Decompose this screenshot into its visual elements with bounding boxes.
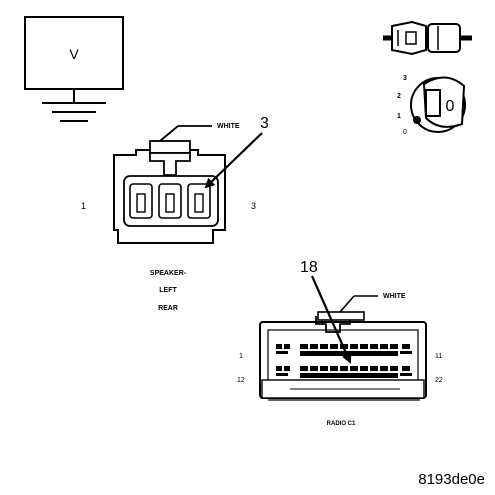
radio-connector: 18 WHITE 1 11 12 22 RADIO C1: [237, 259, 443, 427]
speaker-pin-left: 1: [81, 201, 86, 211]
speaker-name-line-3: REAR: [158, 305, 178, 312]
speaker-connector: WHITE 3 1 3 SPEAKER- LEFT REAR: [81, 115, 269, 312]
radio-pin-top-left: 1: [239, 353, 243, 360]
ignition-position-1: 1: [397, 113, 401, 120]
radio-pin-row-bottom: [276, 366, 412, 378]
voltmeter-symbol: V: [24, 16, 124, 122]
connector-plug-icon: [383, 20, 472, 56]
speaker-name-line-2: LEFT: [159, 287, 177, 294]
ignition-position-2: 2: [397, 93, 401, 100]
radio-pin-bottom-left: 12: [237, 377, 245, 384]
radio-wire-color: WHITE: [383, 293, 406, 300]
voltmeter-label: V: [69, 46, 79, 62]
speaker-name-line-1: SPEAKER-: [150, 270, 187, 277]
figure-code: 8193de0e: [418, 471, 485, 488]
key-position-label: 0: [446, 98, 455, 115]
radio-connector-name: RADIO C1: [327, 421, 356, 427]
radio-pin-callout: 18: [300, 259, 318, 276]
speaker-pin-right: 3: [251, 201, 256, 211]
radio-pin-top-right: 11: [435, 353, 442, 360]
speaker-wire-color: WHITE: [217, 123, 240, 130]
ignition-position-3: 3: [403, 75, 407, 82]
radio-pin-bottom-right: 22: [435, 377, 443, 384]
ignition-position-0: 0: [403, 129, 407, 136]
speaker-pin-callout: 3: [260, 115, 269, 132]
ground-icon: [42, 102, 106, 122]
ignition-switch-icon: 0 3 2 1 0: [397, 75, 466, 136]
